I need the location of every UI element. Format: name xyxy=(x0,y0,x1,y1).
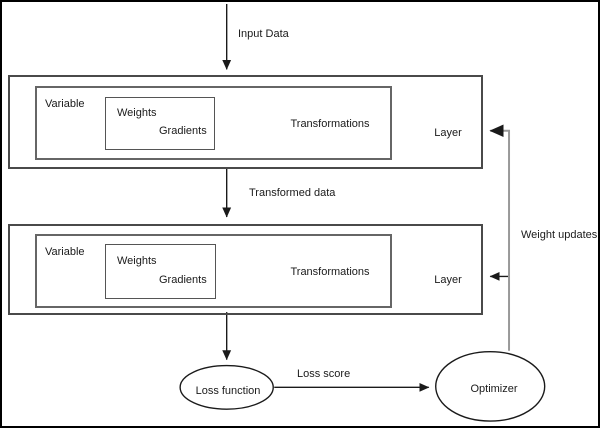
layer2-weights-box xyxy=(105,244,216,299)
optimizer-label: Optimizer xyxy=(470,383,518,395)
layer1-transformations-label: Transformations xyxy=(290,118,370,130)
layer1-gradients-label: Gradients xyxy=(159,125,207,137)
layer2-transformations-label: Transformations xyxy=(290,266,370,278)
transformed-data-label: Transformed data xyxy=(249,187,336,199)
layer2-weights-label: Weights xyxy=(117,255,157,267)
layer1-variable-box xyxy=(35,86,392,160)
optimizer-ellipse xyxy=(435,351,546,422)
layer2-gradients-label: Gradients xyxy=(159,274,207,286)
layer2-layer-label: Layer xyxy=(434,274,462,286)
loss-function-label: Loss function xyxy=(195,385,261,397)
input-data-label: Input Data xyxy=(238,28,289,40)
loss-function-ellipse xyxy=(179,364,274,410)
layer2-variable-box xyxy=(35,234,392,308)
layer2-variable-label: Variable xyxy=(45,246,85,258)
weight-updates-line xyxy=(489,124,511,351)
weight-updates-label: Weight updates xyxy=(521,229,598,241)
layer1-weights-label: Weights xyxy=(117,107,157,119)
layer1-box xyxy=(8,75,483,169)
layer1-variable-label: Variable xyxy=(45,98,85,110)
layer2-box xyxy=(8,224,483,315)
loss-score-label: Loss score xyxy=(297,368,351,380)
layer1-weights-box xyxy=(105,97,215,150)
layer1-layer-label: Layer xyxy=(434,127,462,139)
